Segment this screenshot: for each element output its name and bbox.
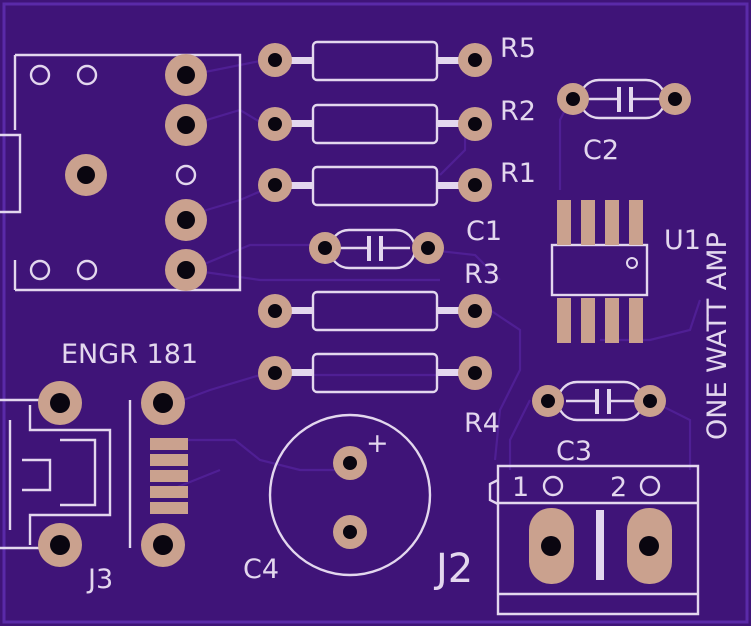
capacitor-c1 bbox=[309, 228, 444, 270]
resistor-r2 bbox=[258, 103, 492, 145]
capacitor-c4 bbox=[268, 413, 432, 577]
label-j2-pin1: 1 bbox=[512, 472, 529, 503]
capacitor-c3 bbox=[532, 380, 666, 422]
connector-j2 bbox=[488, 464, 700, 616]
label-j2-pin2: 2 bbox=[610, 472, 627, 503]
label-r4: R4 bbox=[464, 408, 500, 439]
label-j3: J3 bbox=[86, 564, 113, 595]
label-r3: R3 bbox=[464, 259, 500, 290]
resistor-r5 bbox=[258, 40, 492, 82]
connector-j3 bbox=[0, 381, 188, 567]
board-title: ENGR 181 bbox=[61, 339, 198, 370]
top-left-connector bbox=[0, 53, 242, 292]
label-r1: R1 bbox=[500, 158, 536, 189]
capacitor-c2 bbox=[557, 78, 691, 120]
label-c4: C4 bbox=[243, 554, 279, 585]
label-c2: C2 bbox=[583, 135, 619, 166]
resistor-r3 bbox=[258, 290, 492, 332]
label-u1: U1 bbox=[664, 225, 701, 256]
label-r5: R5 bbox=[500, 33, 536, 64]
label-c1: C1 bbox=[466, 216, 502, 247]
label-j2: J2 bbox=[433, 546, 473, 592]
label-r2: R2 bbox=[500, 96, 536, 127]
label-c4-polarity: + bbox=[366, 428, 389, 459]
chip-u1 bbox=[550, 200, 649, 343]
resistor-r1 bbox=[258, 165, 492, 207]
label-c3: C3 bbox=[556, 436, 592, 467]
label-vertical-title: ONE WATT AMP bbox=[702, 232, 733, 440]
resistor-r4 bbox=[258, 352, 492, 394]
